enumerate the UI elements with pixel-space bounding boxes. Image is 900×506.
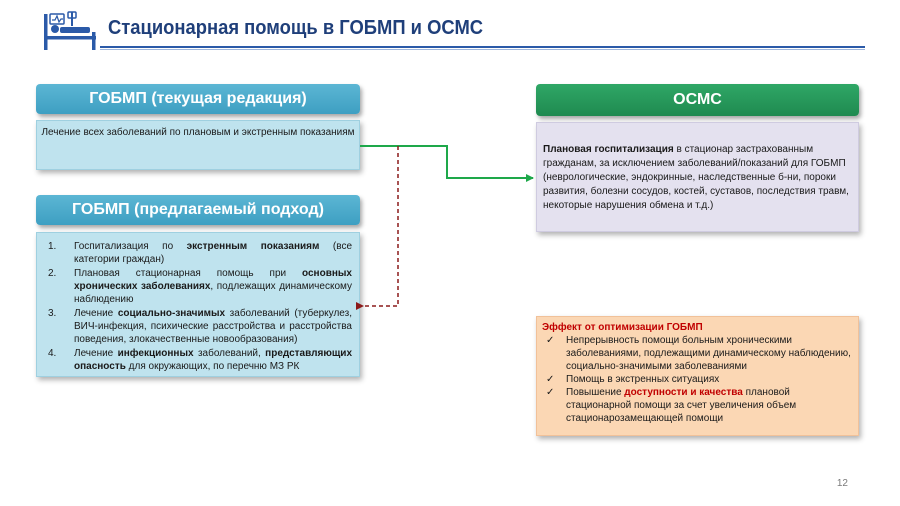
checkmark-icon: ✓ — [546, 335, 555, 346]
effect-title: Эффект от оптимизации ГОБМП — [542, 322, 703, 333]
list-item: 3. Лечение социально-значимых заболевани… — [48, 308, 352, 345]
page-title: Стационарная помощь в ГОБМП и ОСМС — [108, 17, 484, 39]
checkmark-icon: ✓ — [546, 374, 555, 385]
dashed-arrow — [356, 146, 399, 310]
gobmp-proposed-list-wrap: 1. Госпитализация по экстренным показани… — [42, 240, 352, 374]
title-divider — [100, 46, 865, 48]
effect-list: ✓ Непрерывность помощи больным хроническ… — [542, 334, 854, 425]
effect-box — [536, 316, 859, 436]
list-item: 4. Лечение инфекционных заболеваний, пре… — [48, 348, 353, 372]
checkmark-icon: ✓ — [546, 387, 555, 398]
gobmp-current-heading: ГОБМП (текущая редакция) — [36, 84, 360, 114]
list-item: 1. Госпитализация по экстренным показани… — [48, 241, 353, 265]
gobmp-current-box — [36, 120, 360, 170]
osms-box — [536, 122, 859, 232]
title-divider-thin — [100, 49, 865, 50]
osms-heading: ОСМС — [536, 84, 859, 116]
list-item: 2. Плановая стационарная помощь при осно… — [48, 268, 352, 305]
list-item: ✓ Помощь в экстренных ситуациях — [546, 374, 720, 385]
list-item: ✓ Непрерывность помощи больным хроническ… — [546, 335, 851, 372]
osms-text: Плановая госпитализация в стационар заст… — [543, 144, 849, 211]
gobmp-proposed-heading: ГОБМП (предлагаемый подход) — [36, 195, 360, 225]
green-arrow — [360, 145, 534, 182]
effect-content: Эффект от оптимизации ГОБМП ✓ Непрерывно… — [542, 322, 854, 425]
list-item: ✓ Повышение доступности и качества плано… — [546, 387, 797, 424]
page-number: 12 — [836, 478, 848, 489]
gobmp-proposed-list: 1. Госпитализация по экстренным показани… — [42, 240, 352, 373]
gobmp-current-text: Лечение всех заболеваний по плановым и э… — [41, 127, 355, 138]
hospital-bed-icon — [44, 11, 96, 50]
